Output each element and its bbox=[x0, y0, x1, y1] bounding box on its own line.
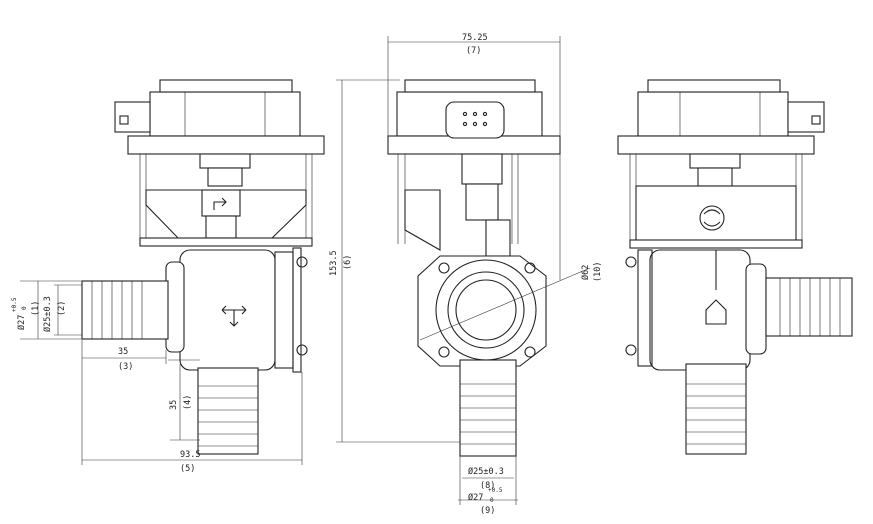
back-outlet-barb bbox=[685, 363, 747, 455]
dim-d9-tol-lower: 0 bbox=[490, 497, 494, 504]
dim-d1-value: Ø27 bbox=[16, 315, 27, 330]
dim-d10-ref: (10) bbox=[593, 262, 603, 282]
dim-d7-ref: (7) bbox=[466, 46, 481, 56]
dim-d7-value: 75.25 bbox=[462, 33, 488, 43]
motor-housing bbox=[149, 91, 301, 137]
electrical-connector bbox=[445, 101, 505, 139]
dim-d6-value: 153.5 bbox=[329, 250, 339, 276]
dim-d9-tol-upper: +0.5 bbox=[488, 487, 503, 494]
front-view bbox=[81, 79, 325, 455]
dim-d3-ref: (3) bbox=[118, 362, 133, 372]
dim-d5-value: 93.5 bbox=[180, 450, 200, 460]
dim-d9-ref: (9) bbox=[480, 506, 495, 516]
rotation-symbol-icon bbox=[699, 205, 725, 231]
connector-tab bbox=[114, 101, 151, 133]
right-inlet-barb bbox=[765, 277, 853, 337]
dim-d4-value: 35 bbox=[169, 400, 179, 410]
dim-d9-value: Ø27 bbox=[468, 492, 483, 503]
dim-d6-ref: (6) bbox=[343, 255, 353, 270]
dim-d1-ref: (1) bbox=[31, 301, 41, 316]
side-outlet-barb bbox=[459, 359, 517, 457]
dim-d4-ref: (4) bbox=[183, 395, 193, 410]
bottom-outlet-barb bbox=[197, 367, 259, 455]
dim-d10-value: Ø62 bbox=[580, 265, 591, 280]
dim-d1-tol-lower: 0 bbox=[21, 306, 28, 310]
side-view bbox=[387, 79, 591, 457]
dim-d2-value: Ø25±0.3 bbox=[42, 296, 53, 332]
dim-d8-value: Ø25±0.3 bbox=[468, 466, 504, 477]
dim-d8-ref: (8) bbox=[480, 481, 495, 491]
flange bbox=[417, 255, 591, 367]
dim-d3-value: 35 bbox=[118, 347, 128, 357]
motor-cap bbox=[159, 79, 293, 93]
dim-d1-tol-upper: +0.5 bbox=[11, 297, 18, 312]
dim-d5-ref: (5) bbox=[180, 464, 195, 474]
dimension-labels: Ø27 +0.5 0 (1) Ø25±0.3 (2) 35 (3) 35 (4)… bbox=[11, 33, 603, 516]
back-view bbox=[617, 79, 853, 455]
dim-d2-ref: (2) bbox=[57, 301, 67, 316]
left-inlet-barb bbox=[81, 280, 169, 340]
mount-bracket bbox=[127, 135, 325, 155]
dimension-lines bbox=[20, 36, 561, 505]
